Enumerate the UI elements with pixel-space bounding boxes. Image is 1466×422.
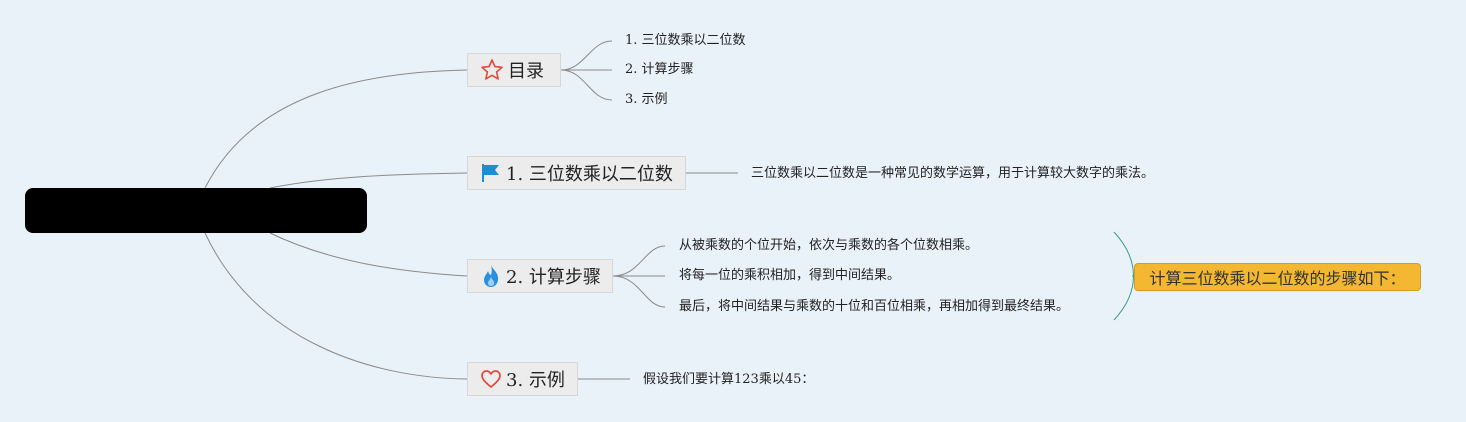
toc-item-3[interactable]: 3. 示例 bbox=[625, 92, 668, 107]
summary-bracket bbox=[1113, 231, 1134, 321]
topic-toc[interactable]: 目录 bbox=[467, 53, 561, 87]
connector-root-branch3 bbox=[204, 232, 468, 380]
summary-box[interactable]: 计算三位数乘以二位数的步骤如下： bbox=[1134, 263, 1421, 291]
topic-calculation-steps[interactable]: 2. 计算步骤 bbox=[467, 259, 613, 293]
toc-item-2[interactable]: 2. 计算步骤 bbox=[625, 62, 694, 77]
star-icon bbox=[480, 58, 504, 82]
connector-toc-child1 bbox=[560, 40, 613, 71]
connector-root-branch1 bbox=[269, 172, 468, 189]
toc-item-1[interactable]: 1. 三位数乘以二位数 bbox=[625, 33, 746, 48]
connector-branch2-child1 bbox=[612, 245, 666, 277]
step-item-2[interactable]: 将每一位的乘积相加，得到中间结果。 bbox=[679, 268, 901, 283]
topic-example[interactable]: 3. 示例 bbox=[467, 362, 578, 396]
example-text[interactable]: 假设我们要计算123乘以45： bbox=[643, 372, 815, 387]
topic-three-digit-by-two-digit[interactable]: 1. 三位数乘以二位数 bbox=[467, 156, 686, 190]
summary-label: 计算三位数乘以二位数的步骤如下： bbox=[1149, 269, 1406, 288]
topic-calculation-steps-label: 2. 计算步骤 bbox=[506, 267, 601, 288]
topic-toc-label: 目录 bbox=[508, 61, 544, 82]
connector-branch2-child3 bbox=[612, 275, 666, 308]
topic-example-label: 3. 示例 bbox=[506, 370, 565, 391]
step-item-1[interactable]: 从被乘数的个位开始，依次与乘数的各个位数相乘。 bbox=[679, 238, 979, 253]
definition-text[interactable]: 三位数乘以二位数是一种常见的数学运算，用于计算较大数字的乘法。 bbox=[751, 166, 1155, 181]
central-topic[interactable] bbox=[25, 188, 367, 233]
fire-icon bbox=[480, 264, 502, 288]
connector-root-branch2 bbox=[269, 232, 468, 277]
topic-three-digit-by-two-digit-label: 1. 三位数乘以二位数 bbox=[506, 164, 673, 185]
heart-icon bbox=[480, 369, 502, 389]
step-item-3[interactable]: 最后，将中间结果与乘数的十位和百位相乘，再相加得到最终结果。 bbox=[679, 299, 1070, 314]
connector-toc-child3 bbox=[560, 69, 613, 101]
flag-icon bbox=[480, 162, 502, 184]
connector-root-toc bbox=[204, 69, 468, 189]
